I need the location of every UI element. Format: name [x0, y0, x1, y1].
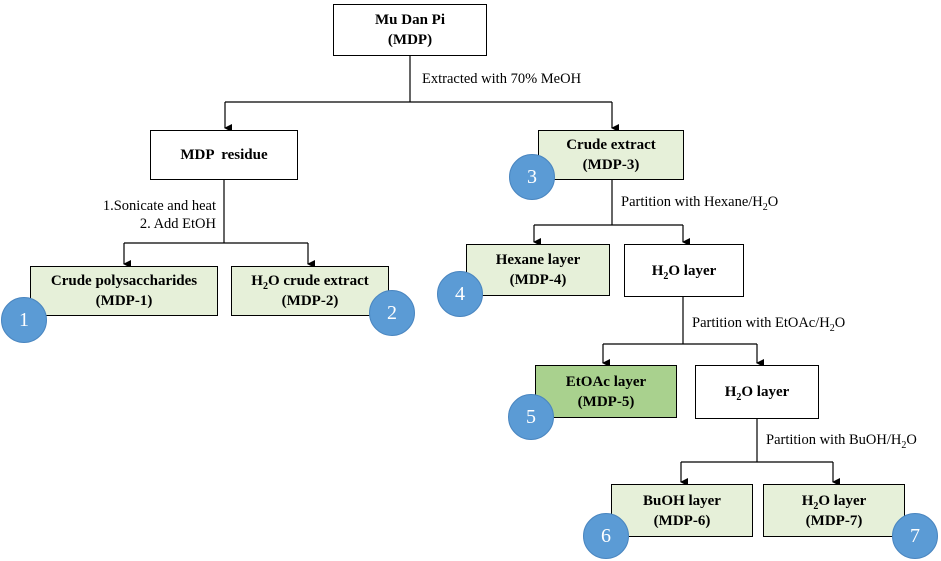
node-mu-dan-pi: Mu Dan Pi (MDP): [333, 4, 487, 56]
label-sonicate-line1: 1.Sonicate and heat: [102, 198, 216, 214]
label-extracted-meoh: Extracted with 70% MeOH: [422, 71, 582, 87]
node-mdp-residue: MDP residue: [150, 130, 298, 180]
node-hexane-layer: Hexane layer (MDP-4): [466, 244, 610, 296]
node-etoac-layer-line1: EtOAc layer: [565, 373, 647, 390]
node-h2o-layer-2: H2O layer: [695, 365, 819, 419]
node-h2o-layer-2-label: H2O layer: [724, 384, 790, 403]
badge-6: 6: [583, 513, 629, 559]
node-mu-dan-pi-line1: Mu Dan Pi: [374, 12, 445, 28]
node-buoh-layer: BuOH layer (MDP-6): [611, 484, 753, 537]
node-crude-polysaccharides-line1: Crude polysaccharides: [50, 273, 198, 289]
node-hexane-layer-line1: Hexane layer: [495, 252, 581, 268]
node-h2o-layer-1-label: H2O layer: [651, 262, 717, 282]
node-hexane-layer-line2: (MDP-4): [509, 272, 567, 288]
node-h2o-layer-3-line1: H2O layer: [801, 492, 867, 512]
badge-2: 2: [369, 290, 415, 336]
badge-5: 5: [508, 394, 554, 440]
node-etoac-layer: EtOAc layer (MDP-5): [535, 365, 677, 418]
label-partition-buoh: Partition with BuOH/H2O: [766, 432, 917, 451]
node-crude-extract-line2: (MDP-3): [582, 157, 640, 173]
badge-4: 4: [437, 271, 483, 317]
label-partition-etoac: Partition with EtOAc/H2O: [692, 315, 846, 334]
node-mdp-residue-label: MDP residue: [180, 147, 268, 163]
node-h2o-layer-3-line2: (MDP-7): [805, 512, 863, 529]
node-mu-dan-pi-line2: (MDP): [387, 32, 433, 48]
node-etoac-layer-line2: (MDP-5): [577, 393, 635, 410]
badge-1: 1: [1, 297, 47, 343]
node-crude-polysaccharides-line2: (MDP-1): [95, 293, 153, 309]
label-partition-hexane: Partition with Hexane/H2O: [621, 194, 779, 213]
badge-7: 7: [892, 513, 938, 559]
badge-3: 3: [509, 154, 555, 200]
node-buoh-layer-line1: BuOH layer: [643, 492, 721, 509]
node-h2o-crude-extract: H2O crude extract (MDP-2): [231, 266, 389, 316]
node-h2o-crude-extract-line2: (MDP-2): [281, 293, 339, 309]
node-crude-extract: Crude extract (MDP-3): [538, 130, 684, 180]
node-h2o-crude-extract-line1: H2O crude extract: [251, 273, 369, 292]
node-crude-extract-line1: Crude extract: [566, 137, 656, 153]
node-h2o-layer-1: H2O layer: [624, 244, 744, 297]
node-h2o-layer-3: H2O layer (MDP-7): [763, 484, 905, 537]
node-buoh-layer-line2: (MDP-6): [653, 512, 711, 529]
label-sonicate-line2: 2. Add EtOH: [139, 216, 216, 232]
node-crude-polysaccharides: Crude polysaccharides (MDP-1): [30, 266, 218, 316]
label-sonicate-add-etoh: 1.Sonicate and heat 2. Add EtOH: [74, 197, 216, 233]
